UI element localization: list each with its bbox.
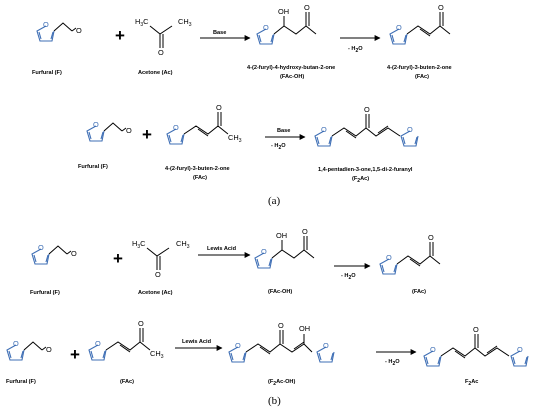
svg-text:OH: OH bbox=[276, 231, 287, 240]
svg-text:- H2O: - H2O bbox=[341, 273, 356, 281]
svg-text:OH: OH bbox=[278, 7, 289, 16]
plus-sign: + bbox=[142, 125, 152, 144]
svg-text:H3C: H3C bbox=[135, 17, 149, 28]
f2ac-structure: O bbox=[423, 325, 529, 367]
furfural-structure: O bbox=[86, 119, 132, 142]
fac-abbr: (FAc) bbox=[193, 175, 207, 181]
panel-label-a: (a) bbox=[268, 195, 281, 207]
acetone-structure: H3C CH3 O bbox=[132, 239, 190, 279]
aldehyde-O: O bbox=[76, 26, 82, 35]
svg-text:- H2O: - H2O bbox=[385, 359, 400, 367]
svg-text:O: O bbox=[46, 345, 52, 354]
fac-abbr: (FAc) bbox=[415, 74, 429, 80]
svg-text:O: O bbox=[428, 233, 434, 242]
svg-text:O: O bbox=[438, 3, 444, 12]
fac-oh-name: 4-(2-furyl)-4-hydroxy-butan-2-one bbox=[247, 65, 335, 71]
svg-text:F2Ac: F2Ac bbox=[465, 379, 478, 387]
f2ac-structure: O bbox=[314, 105, 419, 147]
furfural-structure: O bbox=[31, 242, 77, 265]
acetone-structure: H3C CH3 O bbox=[135, 17, 192, 57]
svg-text:CH3: CH3 bbox=[150, 349, 164, 360]
svg-text:O: O bbox=[158, 48, 164, 57]
svg-text:O: O bbox=[473, 325, 479, 334]
svg-text:H3C: H3C bbox=[132, 239, 146, 250]
b-row1: O Furfural (F) + H3C CH3 O Acetone (Ac) … bbox=[30, 227, 441, 296]
furfural-structure: O bbox=[36, 19, 82, 42]
fac-structure: O CH3 bbox=[88, 319, 164, 361]
fac-structure: O bbox=[389, 3, 451, 45]
plus-sign: + bbox=[113, 249, 123, 268]
svg-text:CH3: CH3 bbox=[228, 133, 242, 144]
svg-text:O: O bbox=[155, 270, 161, 279]
arrow-label-base: Base bbox=[213, 30, 226, 36]
fac-oh-abbr: (FAc-OH) bbox=[268, 289, 292, 295]
fac-abbr: (FAc) bbox=[412, 289, 426, 295]
svg-text:O: O bbox=[302, 227, 308, 236]
arrow-label-base: Base bbox=[277, 128, 290, 134]
furfural-label: Furfural (F) bbox=[6, 379, 36, 385]
fac-name: 4-(2-furyl)-3-buten-2-one bbox=[165, 166, 230, 172]
a-row2: O Furfural (F) + O CH3 4-(2-furyl)-3-but… bbox=[78, 103, 419, 184]
svg-text:CH3: CH3 bbox=[176, 239, 190, 250]
acetone-label: Acetone (Ac) bbox=[138, 290, 173, 296]
b-row2: O Furfural (F) + O CH3 (FAc) Lewis Acid … bbox=[6, 319, 529, 387]
svg-text:O: O bbox=[216, 103, 222, 112]
furfural-label: Furfural (F) bbox=[30, 290, 60, 296]
svg-text:CH3: CH3 bbox=[178, 17, 192, 28]
f2ac-oh-structure: O OH bbox=[228, 321, 335, 363]
svg-text:OH: OH bbox=[299, 324, 310, 333]
svg-text:- H2O: - H2O bbox=[271, 143, 286, 151]
svg-text:O: O bbox=[71, 249, 77, 258]
furfural-structure: O bbox=[6, 338, 52, 361]
arrow-label-lewis: Lewis Acid bbox=[207, 246, 237, 252]
svg-text:O: O bbox=[138, 319, 144, 328]
panel-label-b: (b) bbox=[268, 395, 281, 407]
fac-oh-structure: OH O bbox=[256, 3, 317, 45]
fac-oh-abbr: (FAc-OH) bbox=[280, 74, 304, 80]
fac-structure: O CH3 bbox=[166, 103, 242, 145]
svg-text:(F2Ac-OH): (F2Ac-OH) bbox=[268, 379, 295, 387]
fac-structure: O bbox=[379, 233, 441, 275]
furfural-label: Furfural (F) bbox=[78, 164, 108, 170]
f2ac-name: 1,4-pentadien-3-one,1,5-di-2-furanyl bbox=[318, 167, 413, 173]
svg-text:O: O bbox=[304, 3, 310, 12]
fac-name: 4-(2-furyl)-3-buten-2-one bbox=[387, 65, 452, 71]
fac-abbr: (FAc) bbox=[120, 379, 134, 385]
svg-text:O: O bbox=[278, 321, 284, 330]
arrow-label-lewis: Lewis Acid bbox=[182, 339, 212, 345]
svg-text:O: O bbox=[364, 105, 370, 114]
svg-text:O: O bbox=[126, 126, 132, 135]
furfural-label: Furfural (F) bbox=[32, 70, 62, 76]
svg-text:(F2Ac): (F2Ac) bbox=[352, 176, 369, 184]
a-row1: O Furfural (F) + H3C CH3 O Acetone (Ac) … bbox=[32, 3, 452, 80]
acetone-label: Acetone (Ac) bbox=[138, 70, 173, 76]
plus-sign: + bbox=[70, 345, 80, 364]
svg-text:- H2O: - H2O bbox=[348, 46, 363, 54]
plus-sign: + bbox=[115, 26, 125, 45]
fac-oh-structure: OH O bbox=[254, 227, 315, 269]
